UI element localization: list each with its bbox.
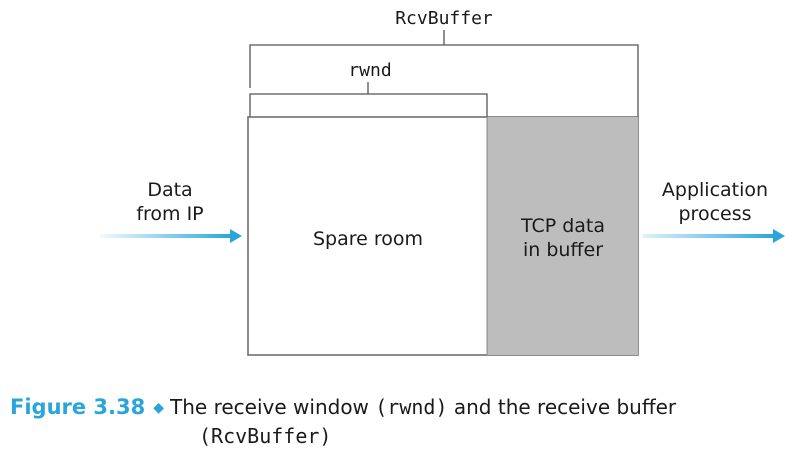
caption-text-part1: The receive window: [170, 395, 376, 419]
caption-text-part2: and the receive buffer: [447, 395, 677, 419]
tcp-data-region: [487, 117, 638, 355]
tcp-data-line2: in buffer: [522, 239, 604, 261]
outgoing-arrow: [643, 229, 785, 243]
rwnd-label: rwnd: [348, 60, 392, 81]
incoming-arrow: [100, 229, 242, 243]
spare-room-label: Spare room: [312, 228, 424, 250]
rcvbuffer-bracket: [249, 30, 639, 118]
caption-code-rwnd: (rwnd): [375, 395, 448, 419]
figure-caption: Figure 3.38 ◆ The receive window (rwnd) an…: [10, 392, 676, 423]
caption-code-rcvbuffer: (RcvBuffer): [199, 424, 332, 448]
application-process-line1: Application: [661, 179, 769, 201]
data-from-ip-line1: Data: [147, 179, 193, 201]
data-from-ip-line2: from IP: [136, 203, 204, 225]
tcp-data-label: TCP data in buffer: [488, 214, 638, 262]
application-process-line2: process: [678, 203, 752, 225]
rwnd-bracket: [249, 82, 488, 118]
figure-number: Figure 3.38: [10, 395, 146, 419]
rcvbuffer-label: RcvBuffer: [395, 8, 493, 29]
application-process-label: Application process: [640, 178, 790, 226]
data-from-ip-label: Data from IP: [110, 178, 230, 226]
tcp-data-line1: TCP data: [520, 215, 606, 237]
diamond-icon: ◆: [153, 400, 165, 416]
